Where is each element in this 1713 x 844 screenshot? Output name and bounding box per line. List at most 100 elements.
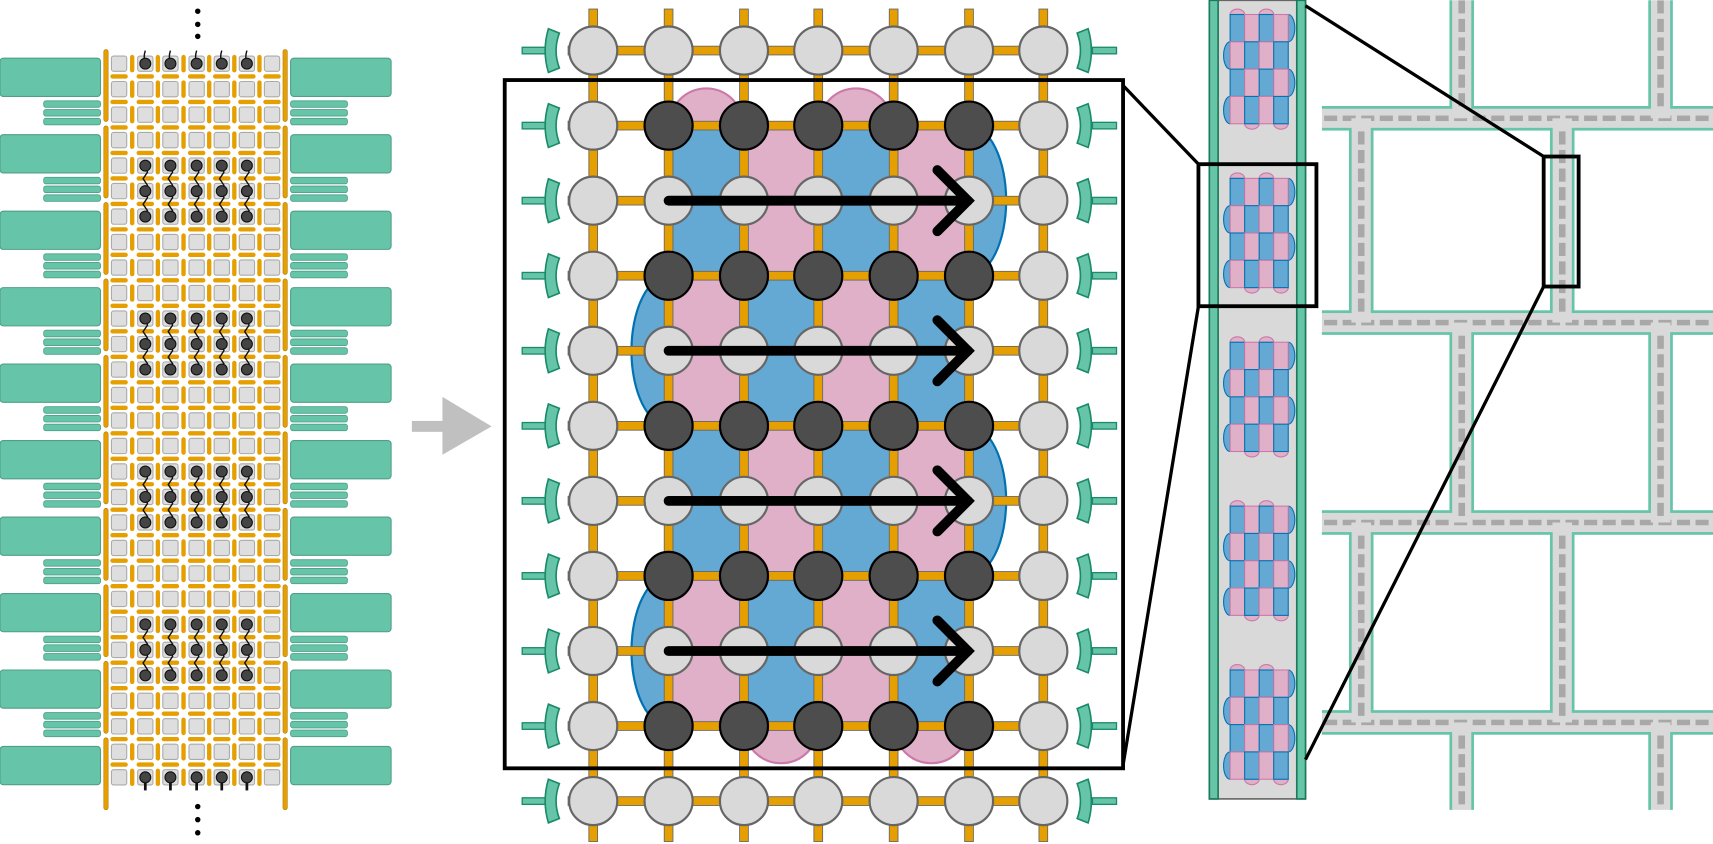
control-pad — [0, 363, 102, 403]
stabilizer-plaquette — [1244, 68, 1260, 97]
coupler — [263, 354, 281, 359]
readout-coupler — [544, 177, 561, 224]
active-qubit — [164, 465, 177, 478]
readout-coupler — [1076, 402, 1093, 449]
stabilizer-plaquette — [1273, 341, 1289, 371]
channel-segment — [1657, 484, 1664, 498]
coupler — [238, 354, 256, 359]
data-qubit — [568, 625, 619, 677]
coupler — [161, 634, 180, 640]
qubit-site — [110, 769, 128, 786]
zoom-line — [1304, 285, 1546, 761]
readout-line — [43, 567, 101, 576]
data-qubit — [568, 175, 619, 226]
stabilizer-plaquette — [1244, 587, 1260, 616]
coupler — [136, 74, 155, 79]
channel-segment — [1416, 719, 1431, 726]
qubit-site — [238, 565, 256, 582]
coupler — [207, 80, 212, 98]
bus-bar — [282, 278, 288, 352]
channel-segment — [1676, 319, 1691, 326]
data-qubit — [1018, 100, 1069, 151]
readout-line — [43, 100, 101, 108]
channel-segment — [1458, 372, 1466, 386]
channel-segment — [1357, 591, 1365, 605]
coupler — [155, 258, 161, 277]
control-pad — [0, 287, 102, 327]
stabilizer-plaquette — [1273, 13, 1289, 43]
qubit-site — [263, 284, 281, 302]
coupler — [207, 564, 212, 583]
control-pad — [290, 210, 392, 250]
coupler — [232, 590, 237, 608]
coupler — [181, 233, 186, 251]
data-qubit — [568, 475, 619, 527]
qubit-site — [110, 208, 128, 225]
readout-coupler — [1091, 346, 1118, 355]
coupler — [136, 507, 155, 512]
channel-segment — [1342, 319, 1356, 326]
channel-segment — [1602, 719, 1616, 726]
qubit-site — [162, 131, 179, 149]
coupler — [232, 182, 237, 200]
coupler — [187, 125, 206, 130]
qubit-site — [110, 131, 128, 149]
channel-segment — [1657, 465, 1664, 479]
vertical-ellipsis-icon — [195, 33, 201, 40]
active-qubit — [215, 57, 228, 70]
coupler — [155, 666, 161, 685]
coupler — [257, 386, 262, 404]
coupler — [232, 641, 237, 659]
channel-segment — [1558, 298, 1566, 312]
active-qubit — [164, 516, 177, 529]
qubit-site — [213, 106, 230, 123]
channel-segment — [1491, 319, 1505, 326]
boundary-stabilizer — [1223, 696, 1231, 726]
bus-bar — [282, 584, 288, 658]
coupler — [161, 685, 180, 691]
coupler — [238, 660, 256, 665]
channel-segment — [1435, 319, 1449, 326]
zoom-line — [1121, 84, 1200, 166]
coupler — [213, 431, 231, 436]
measure-qubit — [793, 100, 844, 151]
measure-qubit — [718, 700, 770, 752]
readout-line — [290, 253, 348, 261]
stabilizer-plaquette — [1273, 751, 1289, 780]
measure-qubit — [943, 100, 995, 151]
coupler — [161, 533, 180, 538]
coupler — [232, 156, 237, 175]
coupler — [161, 482, 180, 487]
coupler — [136, 711, 155, 716]
channel-segment — [1458, 354, 1466, 368]
logical-patch — [1223, 500, 1296, 622]
active-qubit — [215, 312, 228, 325]
channel-segment — [1657, 391, 1664, 405]
coupler — [181, 641, 186, 659]
module-cell — [1321, 731, 1453, 810]
coupler — [136, 201, 155, 207]
coupler — [257, 156, 262, 175]
qubit-site — [263, 80, 281, 98]
channel-segment — [1435, 719, 1449, 726]
coupler — [110, 482, 128, 487]
channel-segment — [1357, 647, 1365, 661]
bus-bar — [103, 737, 109, 811]
coupler — [263, 74, 281, 79]
active-qubit — [240, 363, 253, 376]
module-cell — [1370, 532, 1553, 713]
coupler — [263, 278, 281, 283]
coupler — [263, 482, 281, 487]
readout-line — [290, 491, 348, 499]
channel-segment — [1357, 149, 1365, 164]
coupler — [257, 207, 262, 226]
qubit-site — [137, 565, 154, 582]
coupler — [161, 201, 180, 207]
active-qubit — [164, 57, 177, 70]
channel-segment — [1602, 519, 1616, 526]
bus-bar — [103, 584, 109, 658]
channel-segment — [1657, 502, 1664, 516]
coupler — [238, 609, 256, 614]
qubit-site — [238, 539, 256, 557]
qubit-site — [263, 616, 281, 633]
